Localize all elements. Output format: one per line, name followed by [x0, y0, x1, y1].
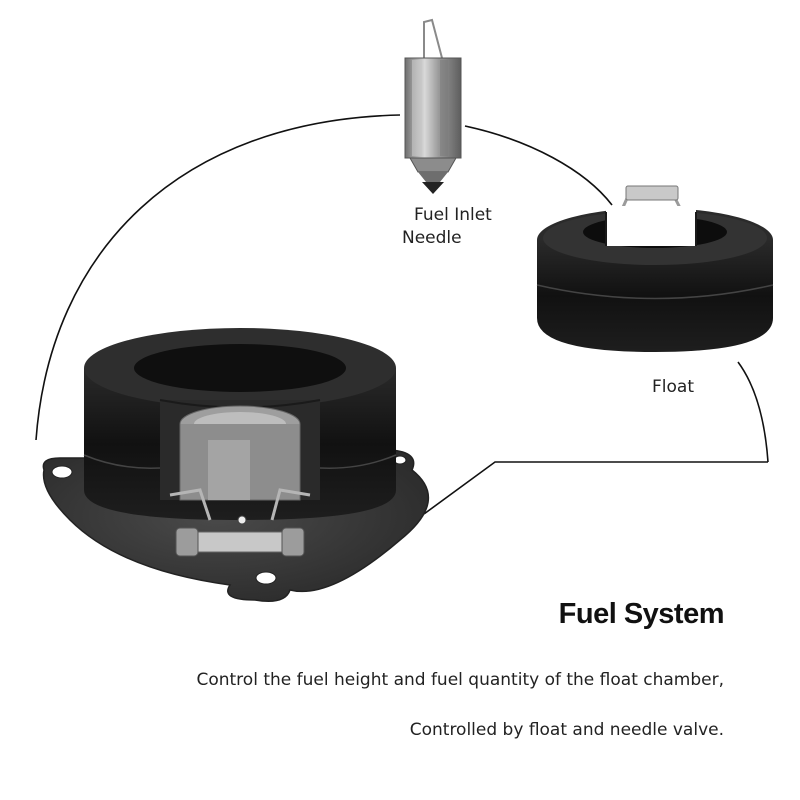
page-title: Fuel System: [558, 598, 725, 630]
float-label: Float: [652, 377, 694, 397]
needle-label: Fuel Inlet Needle: [402, 204, 492, 250]
description-line-2: Controlled by float and needle valve.: [409, 720, 724, 740]
connector-arc-left: [35, 114, 401, 441]
needle-label-line2: Needle: [402, 227, 462, 248]
description-line-1: Control the fuel height and fuel quantit…: [196, 670, 724, 690]
connector-line-bottom: [423, 461, 768, 515]
connector-arc-needle-float: [464, 125, 613, 206]
connector-arc-float-down: [737, 361, 769, 463]
needle-label-line1: Fuel Inlet: [414, 205, 492, 225]
